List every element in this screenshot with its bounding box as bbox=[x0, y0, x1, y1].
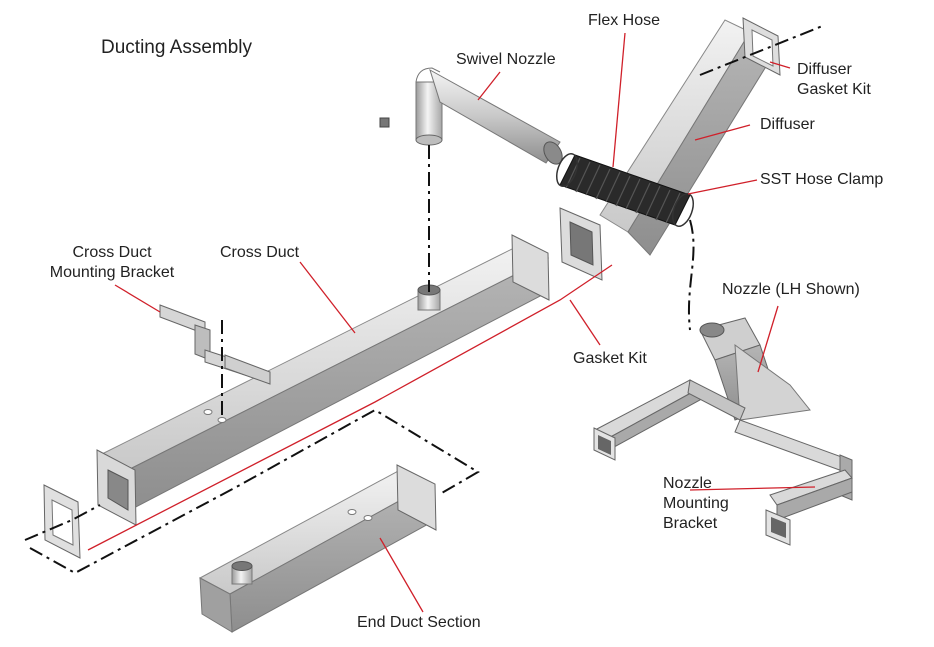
label-end-duct-section: End Duct Section bbox=[357, 614, 481, 631]
cross-duct-mounting-bracket bbox=[159, 304, 271, 385]
assembly-lines bbox=[24, 24, 826, 575]
label-gasket-kit: Gasket Kit bbox=[573, 350, 647, 367]
label-cross-duct-mounting-bracket: Cross Duct Mounting Bracket bbox=[49, 244, 175, 281]
label-diffuser-gasket-kit: Diffuser Gasket Kit bbox=[797, 61, 871, 98]
flex-hose bbox=[555, 152, 695, 228]
diffuser bbox=[559, 17, 781, 281]
diagram-title: Ducting Assembly bbox=[101, 37, 253, 58]
nozzle-lh bbox=[699, 317, 811, 421]
swivel-nozzle bbox=[379, 67, 563, 165]
set-screw-icon bbox=[379, 117, 390, 128]
label-sst-hose-clamp: SST Hose Clamp bbox=[760, 171, 884, 188]
cross-duct-gasket bbox=[43, 484, 81, 559]
cross-duct bbox=[96, 234, 550, 526]
hose-clamp-icon bbox=[555, 152, 579, 188]
label-flex-hose: Flex Hose bbox=[588, 12, 661, 29]
label-swivel-nozzle: Swivel Nozzle bbox=[456, 51, 556, 68]
label-diffuser: Diffuser bbox=[760, 116, 815, 133]
end-duct-section bbox=[198, 464, 437, 633]
label-nozzle: Nozzle (LH Shown) bbox=[722, 281, 860, 298]
nozzle-mounting-bracket bbox=[593, 379, 853, 546]
label-cross-duct: Cross Duct bbox=[220, 244, 300, 261]
label-nozzle-mounting-bracket: Nozzle Mounting Bracket bbox=[663, 475, 729, 532]
leader-lines bbox=[87, 32, 816, 613]
